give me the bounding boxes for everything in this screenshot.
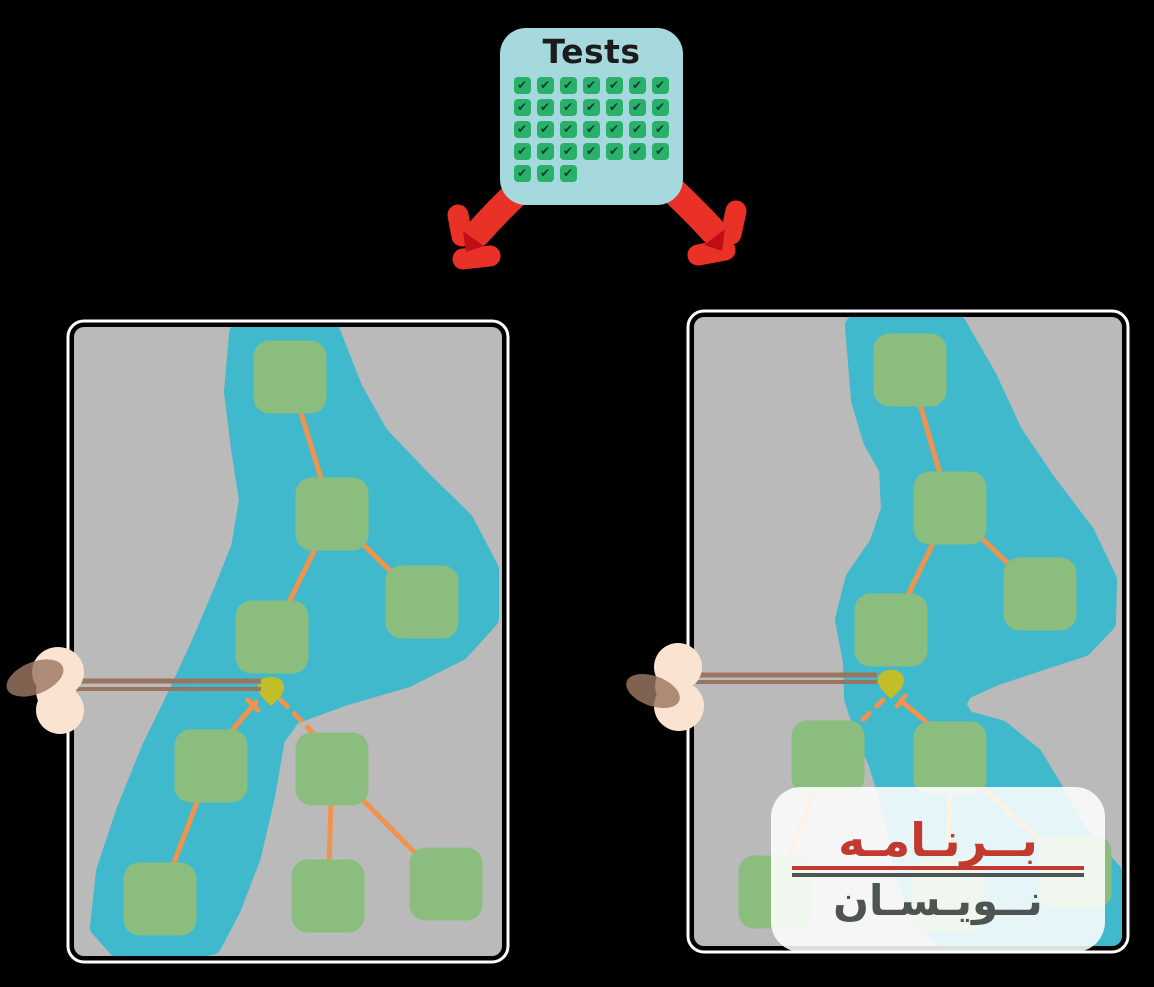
tree-node	[409, 847, 483, 921]
check-icon: ✔	[628, 121, 646, 138]
check-icon: ✔	[536, 143, 554, 160]
check-icon: ✔	[582, 77, 600, 94]
check-icon: ✔	[628, 99, 646, 116]
tree-node	[791, 720, 865, 794]
check-icon: ✔	[582, 143, 600, 160]
edge-arrow-bar	[245, 697, 261, 713]
check-icon: ✔	[605, 99, 623, 116]
tree-node	[913, 721, 987, 795]
check-icon: ✔	[536, 121, 554, 138]
check-icon: ✔	[651, 77, 669, 94]
panel-frame-right	[686, 309, 1130, 954]
check-icon: ✔	[559, 143, 577, 160]
check-icon: ✔	[605, 121, 623, 138]
check-icon: ✔	[536, 165, 554, 182]
tree-node	[385, 565, 459, 639]
check-icon: ✔	[605, 143, 623, 160]
red-arrow-notch-right	[704, 229, 725, 251]
check-icon: ✔	[513, 77, 531, 94]
check-icon: ✔	[559, 77, 577, 94]
tree-node	[235, 600, 309, 674]
tree-node	[873, 333, 947, 407]
check-icon: ✔	[605, 77, 623, 94]
check-icon: ✔	[628, 77, 646, 94]
watermark: بــرنـامـه نــویـسـان	[771, 787, 1105, 952]
tree-node	[295, 732, 369, 806]
tests-grid: ✔ ✔ ✔ ✔ ✔ ✔ ✔ ✔ ✔ ✔ ✔ ✔ ✔ ✔ ✔ ✔ ✔ ✔ ✔ ✔ ✔ ✔ ✔ ✔ ✔ ✔ ✔ ✔ ✔ ✔ ✔	[513, 77, 670, 182]
watermark-line1: بــرنـامـه	[791, 816, 1085, 871]
check-icon: ✔	[628, 143, 646, 160]
thumb-icon-right	[626, 673, 680, 709]
tree-node	[1003, 557, 1077, 631]
dart-marker	[257, 676, 285, 706]
tree-node	[253, 340, 327, 414]
dart-marker	[877, 669, 905, 699]
check-icon: ✔	[536, 99, 554, 116]
red-arrow-head-left	[447, 204, 473, 247]
tree-node	[854, 593, 928, 667]
red-arrow-notch-left	[463, 231, 484, 252]
check-icon: ✔	[582, 99, 600, 116]
panel-content-left	[90, 327, 499, 956]
check-icon: ✔	[559, 121, 577, 138]
tree-node	[291, 859, 365, 933]
check-icon: ✔	[651, 143, 669, 160]
panel-frame-left	[66, 319, 510, 964]
check-icon: ✔	[513, 121, 531, 138]
tree-node	[174, 729, 248, 803]
edge-arrow-bar	[894, 693, 908, 709]
check-icon: ✔	[513, 165, 531, 182]
check-icon: ✔	[651, 99, 669, 116]
red-arrow-head-right	[687, 239, 736, 266]
check-icon: ✔	[536, 77, 554, 94]
check-icon: ✔	[513, 143, 531, 160]
check-icon: ✔	[559, 165, 577, 182]
hand-left	[36, 686, 84, 734]
check-icon: ✔	[513, 99, 531, 116]
check-icon: ✔	[582, 121, 600, 138]
tests-box: Tests ✔ ✔ ✔ ✔ ✔ ✔ ✔ ✔ ✔ ✔ ✔ ✔ ✔ ✔ ✔ ✔ ✔ ✔ ✔ ✔ ✔ ✔ ✔ ✔ ✔ ✔ ✔ ✔ ✔ ✔ ✔	[500, 28, 683, 205]
tree-node	[295, 477, 369, 551]
thumb-icon-left	[6, 659, 64, 697]
check-icon: ✔	[559, 99, 577, 116]
tests-title: Tests	[542, 32, 641, 71]
red-arrow-head-left	[452, 245, 501, 270]
red-arrow-head-right	[720, 200, 747, 245]
check-icon: ✔	[651, 121, 669, 138]
tree-node	[123, 862, 197, 936]
tree-node	[913, 471, 987, 545]
watermark-line2: نــویـسـان	[791, 873, 1085, 923]
